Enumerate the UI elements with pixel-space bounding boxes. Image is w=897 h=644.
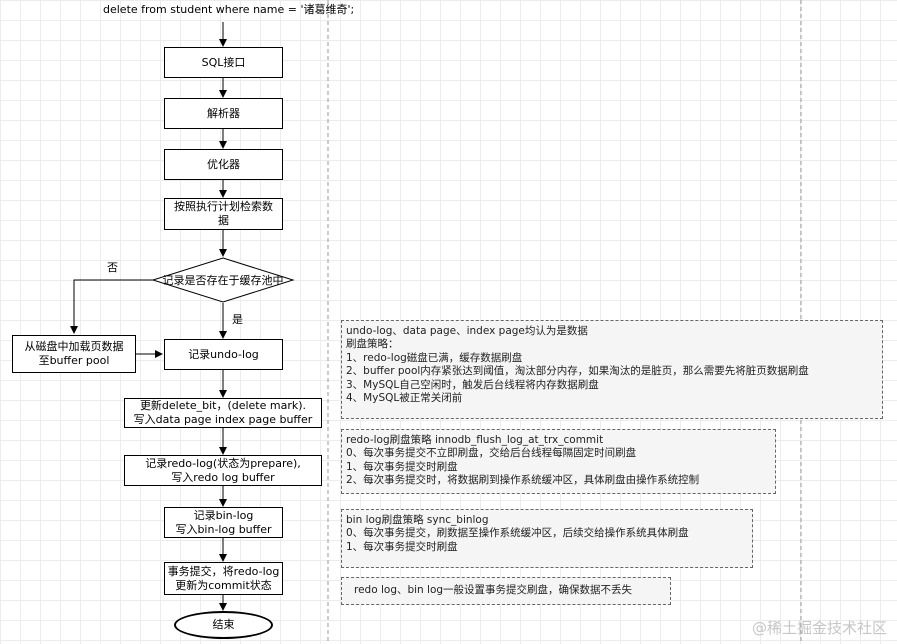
step-label: 至buffer pool [38, 354, 110, 367]
query-text: delete from student where name = '诸葛维奇'; [103, 3, 355, 16]
step-commit: 事务提交，将redo-log 更新为commit状态 [164, 562, 283, 595]
step-redo-log: 记录redo-log(状态为prepare), 写入redo log buffe… [124, 455, 322, 486]
note-line: 4、MySQL被正常关闭前 [346, 392, 463, 405]
step-label: 从磁盘中加载页数据 [24, 340, 124, 353]
decision-label: 记录是否存在于缓存池中 [163, 273, 284, 287]
decision-diamond [151, 257, 295, 303]
note-line: 3、MySQL自己空闲时，触发后台线程将内存数据刷盘 [346, 378, 599, 391]
note-line: 1、每次事务提交时刷盘 [346, 540, 458, 553]
edge-label-yes: 是 [232, 313, 243, 326]
step-label: 更新delete_bit，(delete mark). [139, 399, 307, 412]
note-line: 1、redo-log磁盘已满，缓存数据刷盘 [346, 351, 523, 364]
step-label: 记录redo-log(状态为prepare), [145, 456, 301, 470]
step-label: 据 [218, 214, 229, 227]
step-label: 写入data page index page buffer [133, 413, 313, 426]
step-label: 记录bin-log [193, 508, 254, 522]
flow-arrow-no [70, 279, 153, 334]
note-line: bin log刷盘策略 sync_binlog [346, 514, 489, 526]
step-fetch: 按照执行计划检索数 据 [164, 198, 283, 230]
note-flush-strategy: undo-log、data page、index page均认为是数据 刷盘策略… [341, 320, 883, 419]
step-label: 记录undo-log [188, 347, 259, 361]
note-line: undo-log、data page、index page均认为是数据 [346, 325, 588, 337]
edge-label-no: 否 [107, 261, 118, 274]
note-line: 2、buffer pool内存紧张达到阈值，淘汰部分内存，如果淘汰的是脏页，那么… [346, 365, 809, 378]
step-delete-bit: 更新delete_bit，(delete mark). 写入data page … [124, 398, 322, 428]
note-redo-strategy: redo-log刷盘策略 innodb_flush_log_at_trx_com… [341, 429, 776, 494]
note-summary: redo log、bin log一般设置事务提交刷盘，确保数据不丢失 [341, 577, 671, 605]
watermark: @稀土掘金技术社区 [751, 619, 887, 637]
step-end: 结束 [174, 611, 273, 639]
step-label: 解析器 [207, 106, 240, 120]
step-label: 结束 [212, 618, 235, 631]
note-line: 刷盘策略： [346, 338, 399, 351]
step-label: 按照执行计划检索数 [174, 200, 273, 213]
note-line: 0、每次事务提交不立即刷盘，交给后台线程每隔固定时间刷盘 [346, 447, 637, 460]
note-binlog-strategy: bin log刷盘策略 sync_binlog 0、每次事务提交，刷数据至操作系… [341, 509, 753, 568]
step-load-disk: 从磁盘中加载页数据 至buffer pool [12, 335, 136, 373]
note-line: 0、每次事务提交，刷数据至操作系统缓冲区，后续交给操作系统具体刷盘 [346, 527, 689, 540]
step-label: 更新为commit状态 [175, 578, 272, 592]
note-line: 1、每次事务提交时刷盘 [346, 460, 458, 473]
note-line: redo-log刷盘策略 innodb_flush_log_at_trx_com… [346, 434, 604, 446]
step-label: 写入redo log buffer [171, 470, 275, 484]
step-label: 事务提交，将redo-log [167, 564, 280, 578]
step-label: 写入bin-log buffer [175, 522, 272, 536]
step-sql-interface: SQL接口 [164, 47, 283, 78]
step-label: 优化器 [207, 157, 240, 171]
note-line: 2、每次事务提交时，将数据刷到操作系统缓冲区，具体刷盘由操作系统控制 [346, 474, 700, 487]
step-parser: 解析器 [164, 98, 283, 129]
step-undo-log: 记录undo-log [164, 339, 283, 370]
step-binlog: 记录bin-log 写入bin-log buffer [164, 507, 283, 538]
step-label: SQL接口 [201, 55, 246, 69]
note-line: redo log、bin log一般设置事务提交刷盘，确保数据不丢失 [354, 584, 633, 596]
step-optimizer: 优化器 [164, 149, 283, 180]
